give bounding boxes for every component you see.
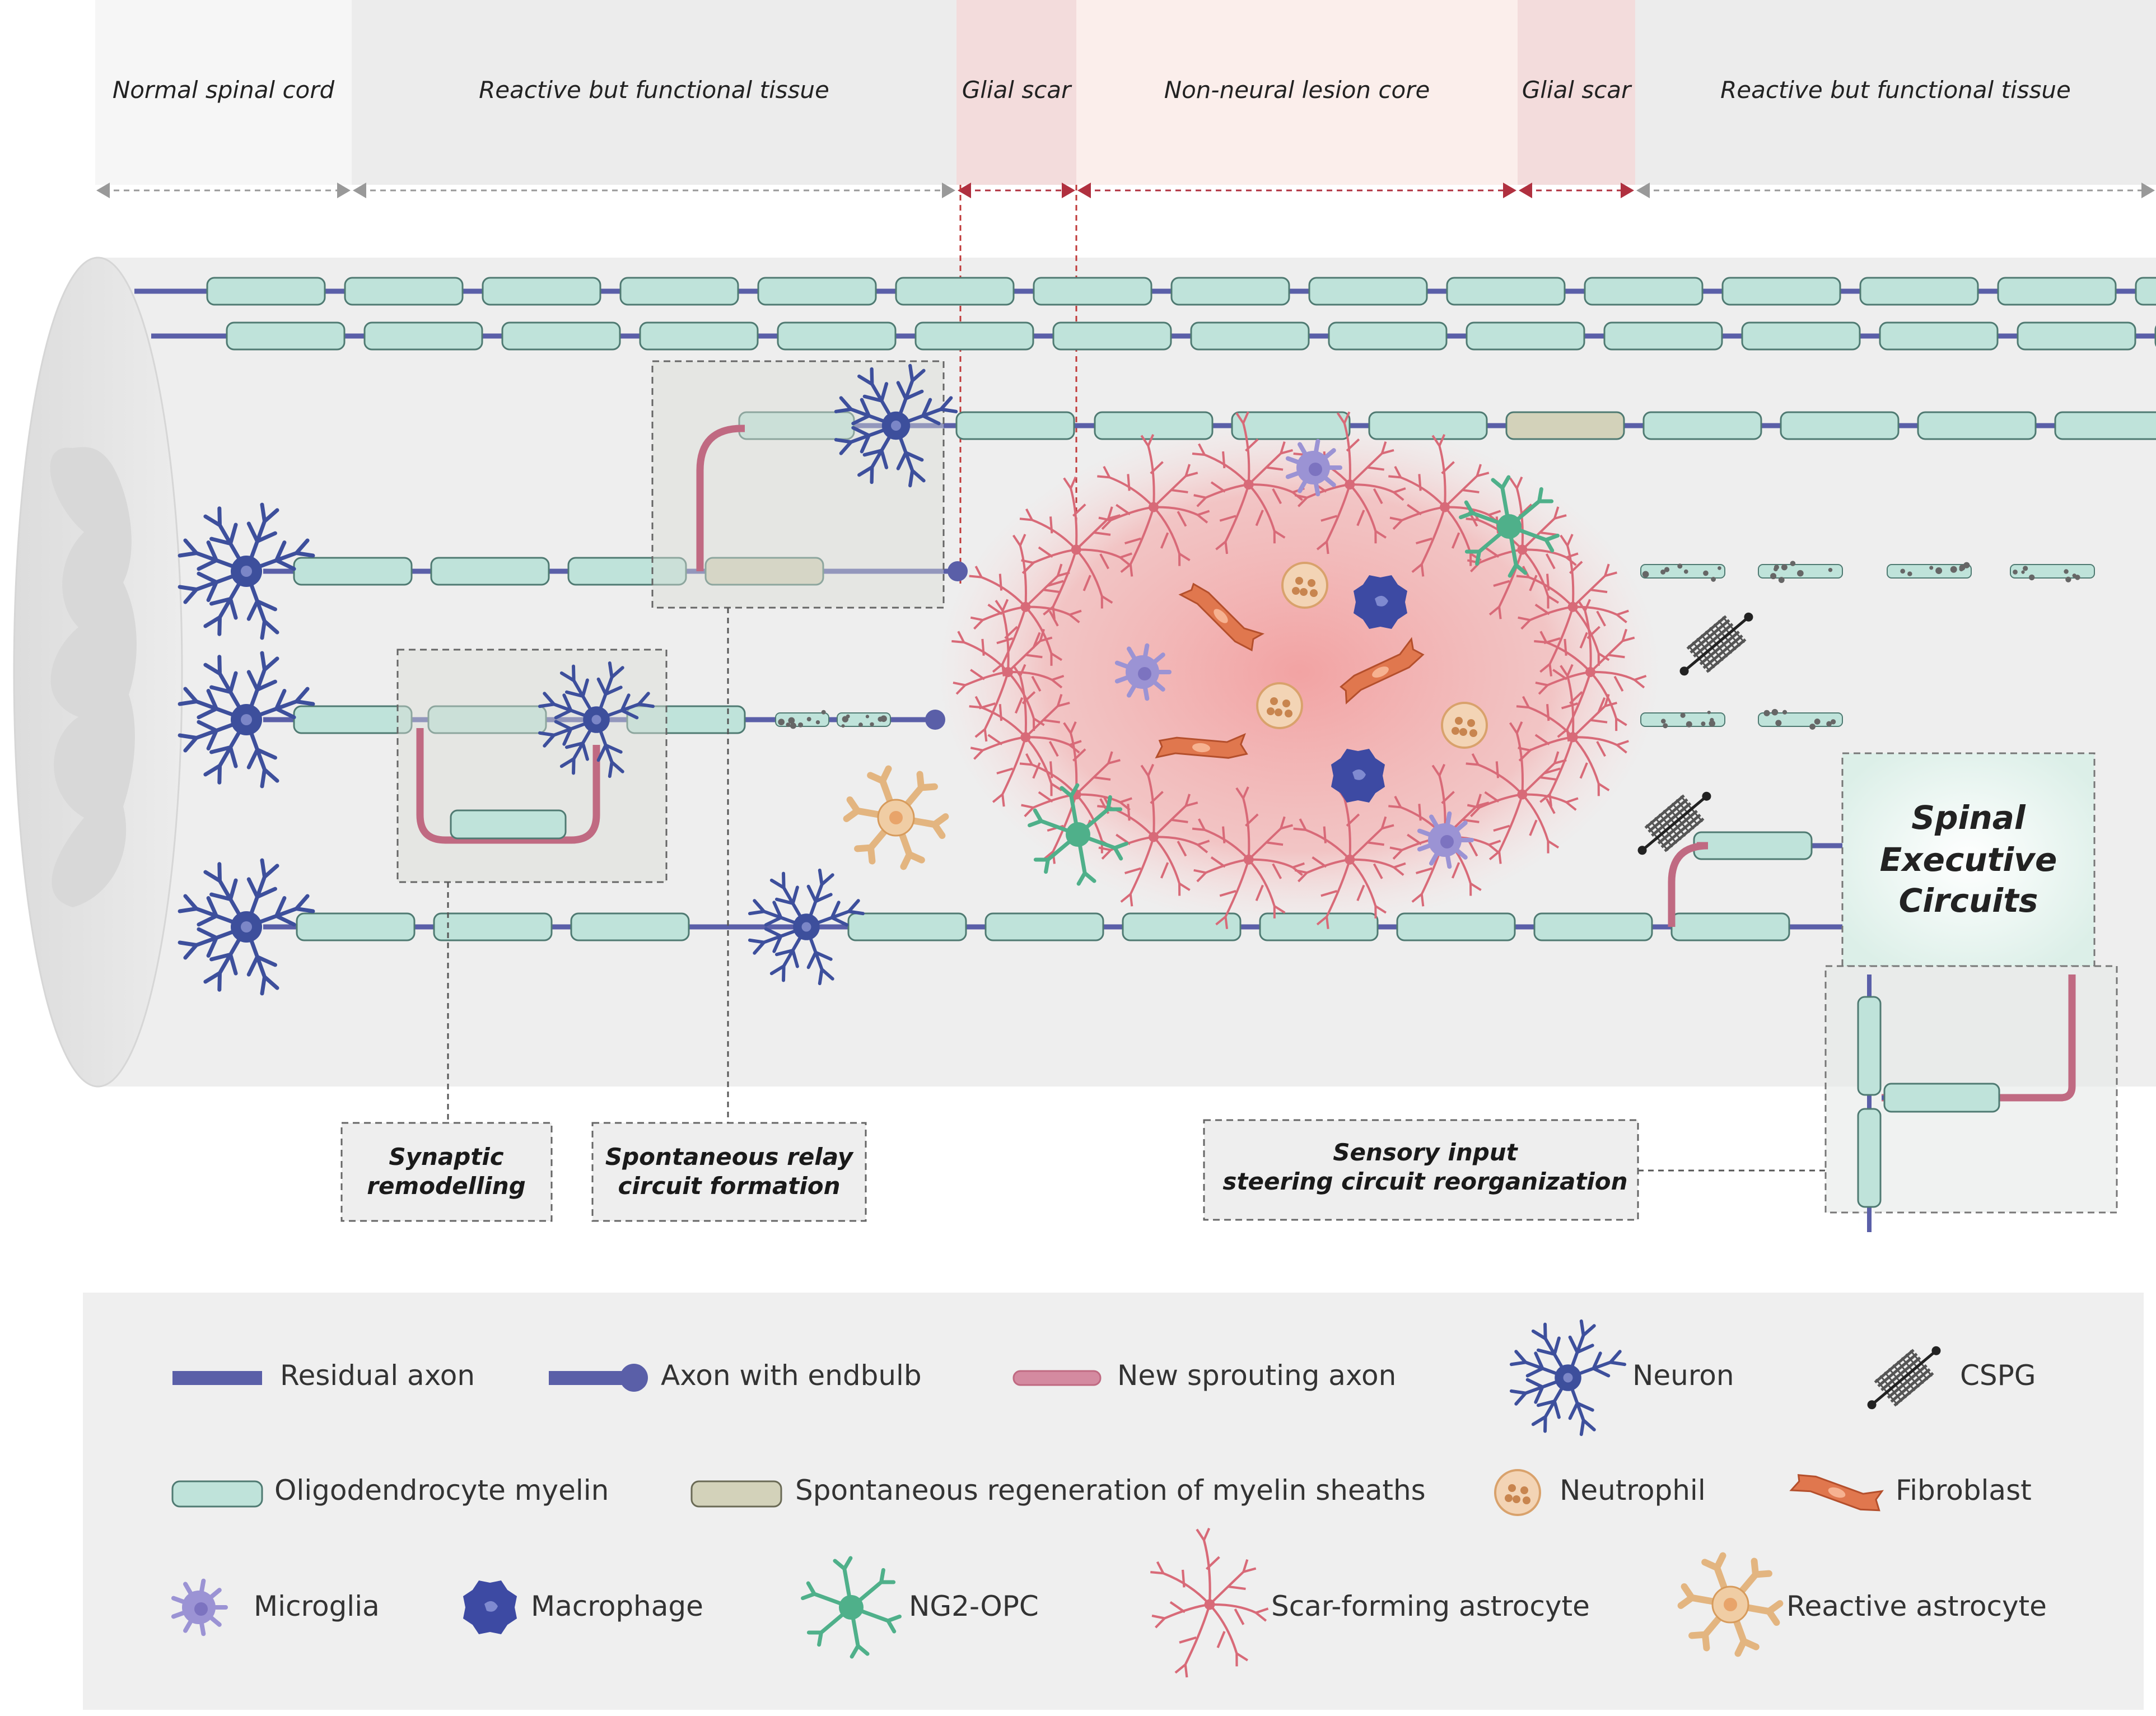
- myelin-sheath: [1998, 278, 2116, 305]
- myelin-sheath: [1585, 278, 1702, 305]
- myelin-sheath: [1644, 412, 1761, 439]
- myelin-sheath: [1123, 913, 1240, 940]
- zone-label-core: Non-neural lesion core: [1164, 76, 1430, 104]
- neutrophil-icon: [1442, 703, 1487, 748]
- synaptic-label-line2: remodelling: [367, 1172, 526, 1200]
- myelin-fragment: [1887, 565, 1971, 578]
- myelin-sheath: [1534, 913, 1652, 940]
- myelin-sheath: [640, 323, 758, 349]
- myelin-sheath: [227, 323, 344, 349]
- myelin-sheath: [294, 706, 412, 733]
- myelin-sheath: [345, 278, 463, 305]
- synaptic-label-line1: Synaptic: [389, 1143, 503, 1171]
- myelin-sheath: [431, 558, 549, 585]
- myelin-sheath: [848, 913, 966, 940]
- myelin-sheath: [2055, 412, 2156, 439]
- myelin-sheath: [294, 558, 412, 585]
- myelin-sheath: [2136, 278, 2156, 305]
- endbulb: [925, 710, 945, 730]
- myelin-sheath: [896, 278, 1014, 305]
- sprout-swatch: [1014, 1371, 1100, 1385]
- legend-fibroblast: Fibroblast: [1896, 1474, 2032, 1507]
- sensory-label-line1: Sensory input: [1333, 1139, 1518, 1166]
- endbulb: [948, 561, 968, 581]
- myelin-sheath: [1309, 278, 1427, 305]
- myelin-sheath: [1467, 323, 1584, 349]
- myelin-sheath: [502, 323, 620, 349]
- synaptic-remodelling-box: [398, 650, 666, 882]
- zone-label-scar_left: Glial scar: [962, 76, 1072, 104]
- sce-title-line3: Circuits: [1899, 882, 2038, 920]
- myelin-sheath: [986, 913, 1103, 940]
- myelin-sheath: [1604, 323, 1722, 349]
- sce-title-line1: Spinal: [1911, 799, 2026, 837]
- myelin-fragment: [1641, 565, 1725, 578]
- relay-label-line2: circuit formation: [618, 1172, 840, 1200]
- zone-header: Normal spinal cord Reactive but functiona…: [95, 0, 2156, 198]
- myelin-sheath: [1918, 412, 2036, 439]
- legend-reactive-astrocyte: Reactive astrocyte: [1786, 1590, 2047, 1622]
- myelin-sheath: [916, 323, 1033, 349]
- regen-myelin-swatch: [692, 1481, 781, 1507]
- legend-neuron: Neuron: [1632, 1359, 1734, 1392]
- myelin-sheath: [1723, 278, 1840, 305]
- myelin-sheath: [1742, 323, 1860, 349]
- legend-scar-astrocyte: Scar-forming astrocyte: [1271, 1590, 1590, 1622]
- relay-circuit-box: [652, 361, 944, 608]
- myelin-sheath: [1172, 278, 1289, 305]
- myelin-sheath: [1672, 913, 1789, 940]
- legend-ng2-opc: NG2-OPC: [909, 1590, 1039, 1622]
- legend-oligo-myelin: Oligodendrocyte myelin: [274, 1474, 609, 1507]
- residual-axon-swatch: [172, 1371, 262, 1385]
- myelin-sheath: [207, 278, 325, 305]
- neutrophil-icon: [1495, 1470, 1540, 1515]
- myelin-sheath: [1034, 278, 1151, 305]
- legend-macrophage: Macrophage: [531, 1590, 703, 1622]
- legend-neutrophil: Neutrophil: [1560, 1474, 1706, 1507]
- myelin-sheath: [1369, 412, 1487, 439]
- myelin-sheath: [758, 278, 876, 305]
- neutrophil-icon: [1257, 683, 1302, 728]
- myelin-sheath: [571, 913, 689, 940]
- spinal-executive-circuits: Spinal Executive Circuits: [1826, 753, 2117, 1238]
- myelin-sheath: [1260, 913, 1378, 940]
- myelin-sheath: [1232, 412, 1350, 439]
- zone-label-reactive_left: Reactive but functional tissue: [479, 76, 829, 104]
- myelin-sheath: [956, 412, 1074, 439]
- myelin-sheath: [1191, 323, 1309, 349]
- myelin-sheath: [1781, 412, 1898, 439]
- myelin-sheath: [1397, 913, 1515, 940]
- legend-sprouting-axon: New sprouting axon: [1117, 1359, 1396, 1392]
- myelin-sheath: [483, 278, 600, 305]
- myelin-sheath: [2018, 323, 2135, 349]
- myelin-sheath: [1329, 323, 1446, 349]
- myelin-swatch: [172, 1481, 262, 1507]
- zone-label-reactive_right: Reactive but functional tissue: [1720, 76, 2071, 104]
- sce-title-line2: Executive: [1880, 841, 2057, 879]
- myelin-sheath: [297, 913, 414, 940]
- neutrophil-icon: [1282, 563, 1327, 608]
- myelin-sheath: [620, 278, 738, 305]
- myelin-sheath: [1506, 412, 1624, 439]
- relay-label-line1: Spontaneous relay: [605, 1143, 854, 1171]
- legend-residual-axon: Residual axon: [280, 1359, 475, 1392]
- myelin-sheath: [1860, 278, 1978, 305]
- myelin-sheath: [434, 913, 552, 940]
- myelin-sheath: [1694, 832, 1812, 859]
- myelin-sheath: [778, 323, 895, 349]
- legend-regen-myelin: Spontaneous regeneration of myelin sheat…: [795, 1474, 1426, 1507]
- zone-label-scar_right: Glial scar: [1522, 76, 1632, 104]
- myelin-sheath: [1880, 323, 1998, 349]
- myelin-sheath: [1053, 323, 1171, 349]
- myelin-sheath: [1447, 278, 1565, 305]
- legend-axon-endbulb: Axon with endbulb: [661, 1359, 922, 1392]
- legend-microglia: Microglia: [254, 1590, 380, 1622]
- legend-cspg: CSPG: [1960, 1359, 2036, 1392]
- zone-label-normal: Normal spinal cord: [113, 76, 335, 104]
- sensory-label-line2: steering circuit reorganization: [1222, 1168, 1627, 1195]
- legend: Residual axon Axon with endbulb New spro…: [83, 1293, 2144, 1710]
- myelin-sheath: [365, 323, 482, 349]
